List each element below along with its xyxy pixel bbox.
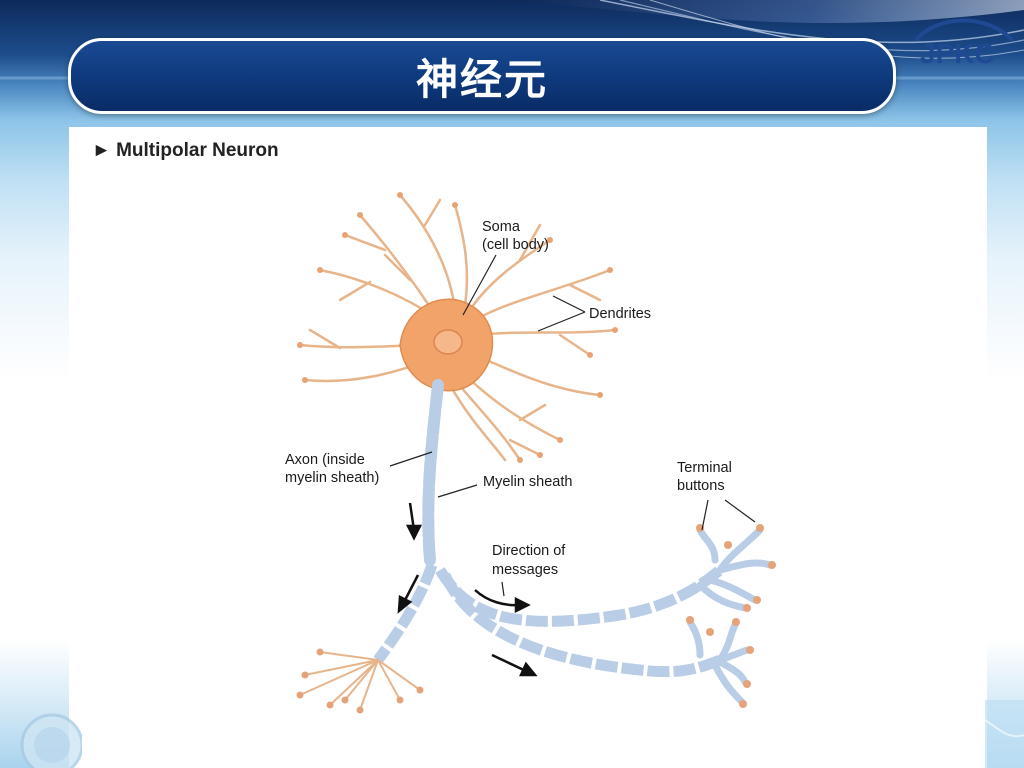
content-panel [69,127,987,768]
axon-terminal-bottom-left [299,651,421,711]
label-direction: Direction of [492,543,566,559]
axon-terminal-lower-right [686,618,752,706]
university-seal-icon [20,713,82,768]
terminal-buttons-upper-right [696,524,776,612]
terminal-buttons-lower-right [686,616,754,708]
slide-title: 神经元 [415,54,548,104]
axon-terminal-upper-right [696,526,774,612]
dendrite-spines [297,192,618,463]
jpkc-logo-text: JPKC [920,38,995,69]
slide-title-bar: 神经元 [68,38,896,114]
label-terminal: Terminal [677,460,732,476]
terminal-buttons-bottom-left [296,648,424,714]
leader-lines [389,254,756,597]
label-soma: Soma [482,219,521,235]
label-dendrites: Dendrites [589,306,651,322]
axon-myelin-trunk [373,379,724,678]
direction-arrows [397,502,538,677]
label-axon-myelin: myelin sheath) [285,470,379,486]
label-axon: Axon (inside [285,452,365,468]
jpkc-logo-arc-icon [914,18,1014,42]
corner-decoration [985,700,1024,768]
label-terminal-buttons: buttons [677,478,725,494]
figure-heading: ► Multipolar Neuron [92,140,279,161]
nucleus [433,329,463,355]
label-myelin-sheath: Myelin sheath [483,474,572,490]
label-cell-body: (cell body) [482,237,549,253]
label-direction-messages: messages [492,562,558,578]
